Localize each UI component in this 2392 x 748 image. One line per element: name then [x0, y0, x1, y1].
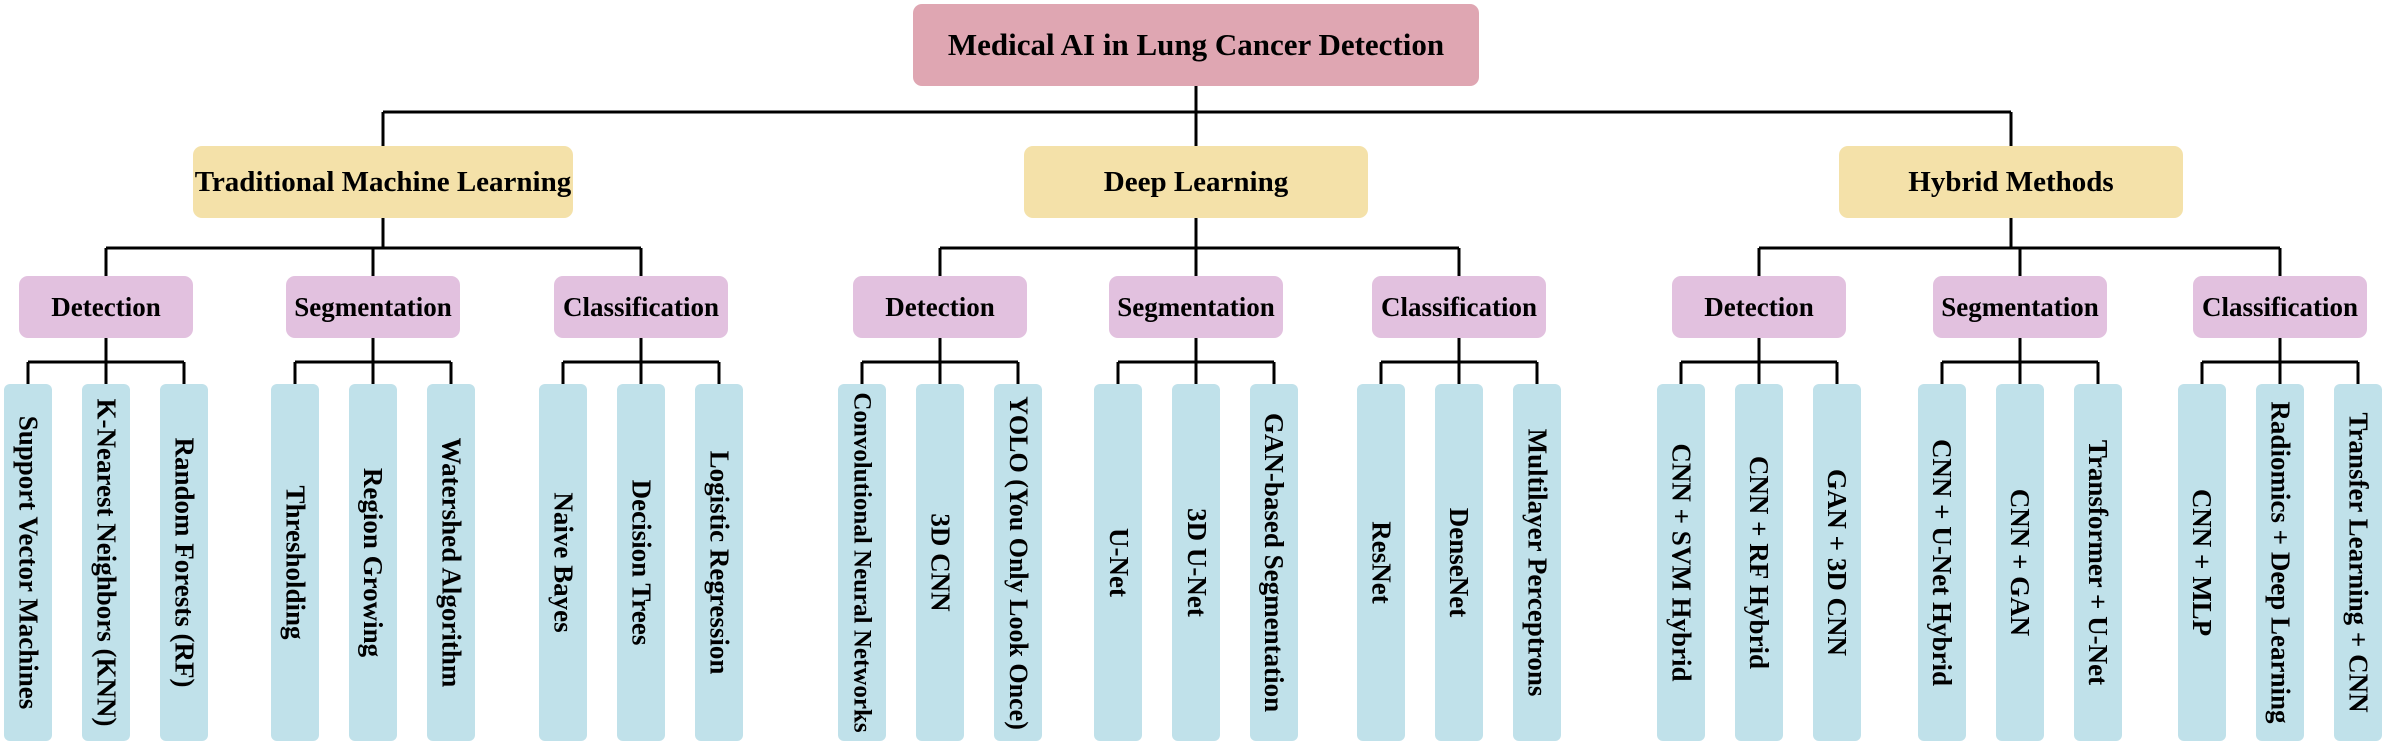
method-label: K-Nearest Neighbors (KNN): [91, 398, 122, 727]
method-node: Convolutional Neural Networks: [838, 384, 886, 741]
method-node: CNN + RF Hybrid: [1735, 384, 1783, 741]
method-label: Decision Trees: [626, 479, 657, 646]
task-node-label: Classification: [2201, 291, 2358, 322]
method-label: Watershed Algorithm: [436, 437, 467, 688]
method-node: Multilayer Perceptrons: [1513, 384, 1561, 741]
method-label: Transformer + U-Net: [2083, 439, 2114, 686]
method-node: Transfer Learning + CNN: [2334, 384, 2382, 741]
task-node: Detection: [19, 276, 193, 338]
task-node-label: Segmentation: [1117, 291, 1275, 322]
method-node: CNN + U-Net Hybrid: [1918, 384, 1966, 741]
task-node: Segmentation: [1933, 276, 2107, 338]
method-node: CNN + MLP: [2178, 384, 2226, 741]
method-label: Radiomics + Deep Learning: [2265, 401, 2296, 724]
method-node: Random Forests (RF): [160, 384, 208, 741]
category-node: Deep Learning: [1024, 146, 1368, 218]
method-node: CNN + GAN: [1996, 384, 2044, 741]
method-node: Transformer + U-Net: [2074, 384, 2122, 741]
method-node: 3D U-Net: [1172, 384, 1220, 741]
method-label: CNN + SVM Hybrid: [1666, 443, 1697, 682]
method-label: DenseNet: [1444, 507, 1475, 618]
method-node: U-Net: [1094, 384, 1142, 741]
method-node: Logistic Regression: [695, 384, 743, 741]
method-label: CNN + GAN: [2005, 488, 2036, 637]
method-node: Support Vector Machines: [4, 384, 52, 741]
category-node: Hybrid Methods: [1839, 146, 2183, 218]
task-node-label: Classification: [562, 291, 719, 322]
root-node: Medical AI in Lung Cancer Detection: [913, 4, 1479, 86]
method-node: CNN + SVM Hybrid: [1657, 384, 1705, 741]
category-node-label: Traditional Machine Learning: [194, 165, 572, 198]
method-label: CNN + RF Hybrid: [1744, 455, 1775, 670]
category-node-label: Hybrid Methods: [1908, 165, 2114, 198]
method-label: Naive Bayes: [548, 492, 579, 633]
task-node: Classification: [554, 276, 728, 338]
method-node: Decision Trees: [617, 384, 665, 741]
method-node: GAN-based Segmentation: [1250, 384, 1298, 741]
category-node-label: Deep Learning: [1103, 165, 1289, 198]
method-node: Radiomics + Deep Learning: [2256, 384, 2304, 741]
task-node-label: Detection: [1704, 291, 1814, 322]
method-node: YOLO (You Only Look Once): [994, 384, 1042, 741]
method-node: GAN + 3D CNN: [1813, 384, 1861, 741]
method-label: Support Vector Machines: [13, 415, 44, 710]
method-label: Logistic Regression: [704, 450, 735, 675]
task-node-label: Segmentation: [1941, 291, 2099, 322]
category-node: Traditional Machine Learning: [193, 146, 573, 218]
method-node: K-Nearest Neighbors (KNN): [82, 384, 130, 741]
task-node: Segmentation: [286, 276, 460, 338]
method-label: YOLO (You Only Look Once): [1004, 395, 1033, 730]
method-label: 3D U-Net: [1181, 508, 1212, 617]
method-label: Thresholding: [280, 485, 311, 640]
method-node: ResNet: [1357, 384, 1405, 741]
method-label: GAN-based Segmentation: [1259, 412, 1290, 713]
method-label: 3D CNN: [925, 513, 956, 612]
method-label: Random Forests (RF): [169, 437, 200, 688]
task-node: Segmentation: [1109, 276, 1283, 338]
method-node: 3D CNN: [916, 384, 964, 741]
task-node: Detection: [1672, 276, 1846, 338]
method-label: Transfer Learning + CNN: [2343, 412, 2374, 713]
method-label: Multilayer Perceptrons: [1522, 428, 1553, 697]
method-label: GAN + 3D CNN: [1822, 468, 1853, 657]
method-label: CNN + U-Net Hybrid: [1927, 438, 1958, 687]
method-label: Convolutional Neural Networks: [848, 392, 876, 733]
task-node-label: Detection: [51, 291, 161, 322]
method-label: Region Growing: [358, 467, 389, 658]
method-label: U-Net: [1103, 528, 1134, 597]
task-node-label: Detection: [885, 291, 995, 322]
task-node-label: Segmentation: [294, 291, 452, 322]
method-label: ResNet: [1366, 521, 1397, 604]
task-node: Classification: [2193, 276, 2367, 338]
method-node: Thresholding: [271, 384, 319, 741]
method-node: DenseNet: [1435, 384, 1483, 741]
root-node-label: Medical AI in Lung Cancer Detection: [947, 27, 1445, 62]
task-node: Detection: [853, 276, 1027, 338]
task-node: Classification: [1372, 276, 1546, 338]
method-node: Naive Bayes: [539, 384, 587, 741]
method-label: CNN + MLP: [2187, 488, 2218, 637]
method-node: Watershed Algorithm: [427, 384, 475, 741]
method-node: Region Growing: [349, 384, 397, 741]
task-node-label: Classification: [1380, 291, 1537, 322]
